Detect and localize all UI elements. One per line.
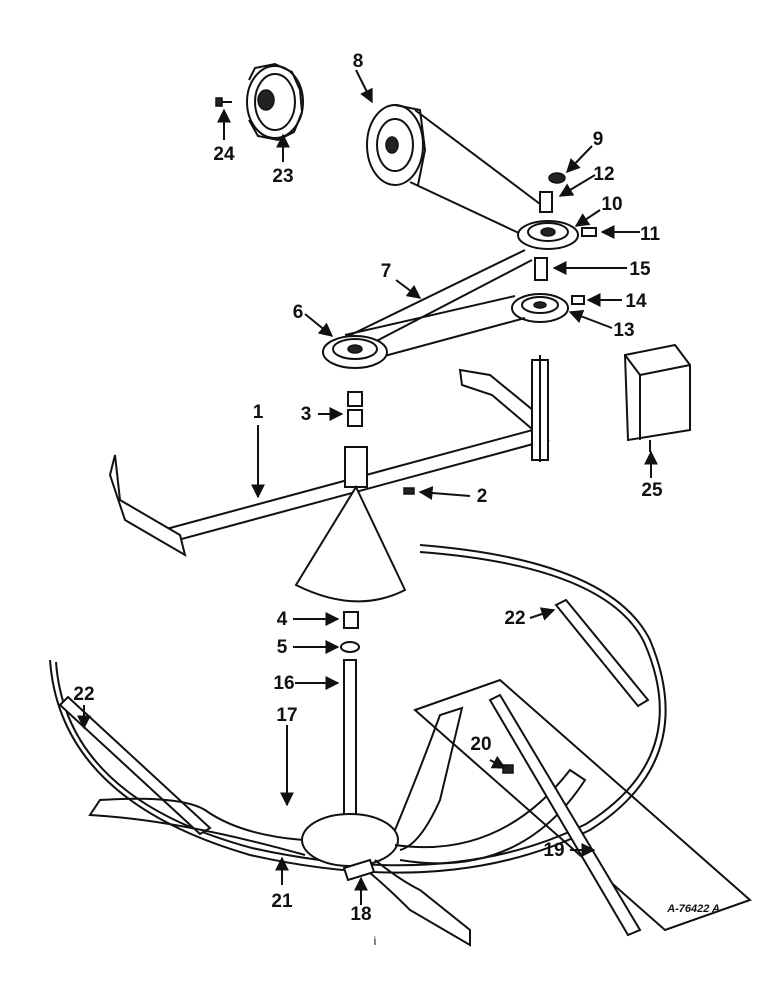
lower-washer — [340, 641, 360, 653]
callout-2: 2 — [477, 486, 488, 507]
callout-17: 17 — [276, 705, 297, 726]
v-belt — [329, 249, 533, 365]
drive-pulley — [322, 335, 388, 369]
callout-12: 12 — [593, 164, 614, 185]
lube-fitting — [403, 487, 415, 495]
drawing-code: A-76422 A — [666, 903, 720, 915]
bushing — [347, 391, 363, 427]
gear-pulley — [246, 62, 304, 142]
callout-21: 21 — [271, 891, 293, 912]
center-tube — [344, 446, 368, 488]
callout-13: 13 — [613, 320, 634, 341]
lower-bushing — [343, 611, 359, 629]
callout-7: 7 — [381, 261, 392, 282]
washer — [548, 172, 566, 184]
callout-11: 11 — [640, 224, 661, 245]
callout-1: 1 — [253, 402, 264, 423]
leader-lines — [77, 69, 658, 905]
callout-22-left: 22 — [73, 684, 94, 705]
callout-labels: 1 2 3 4 5 6 7 8 9 10 11 12 13 14 15 16 1… — [73, 51, 663, 925]
callout-4: 4 — [277, 609, 288, 630]
paddle-bolt — [502, 764, 514, 774]
clip — [342, 858, 376, 882]
spinner-spider — [88, 706, 587, 947]
callout-23: 23 — [272, 166, 293, 187]
paddle — [413, 678, 752, 937]
lower-sheave — [511, 293, 569, 323]
callout-6: 6 — [293, 302, 304, 323]
upper-sheave — [517, 220, 579, 250]
setscrew-upper — [581, 227, 597, 237]
callout-3: 3 — [301, 404, 312, 425]
spinner-cone — [294, 484, 407, 603]
callout-14: 14 — [625, 291, 647, 312]
callout-22-right: 22 — [504, 608, 525, 629]
callout-16: 16 — [273, 673, 294, 694]
callout-18: 18 — [350, 904, 371, 925]
callout-20: 20 — [470, 734, 491, 755]
callout-24: 24 — [213, 144, 235, 165]
callout-5: 5 — [277, 637, 288, 658]
small-mark: i — [374, 934, 377, 948]
spacer-sleeve — [539, 191, 553, 213]
callout-9: 9 — [593, 129, 604, 150]
upper-belt — [409, 109, 549, 243]
callout-15: 15 — [629, 259, 651, 280]
callout-8: 8 — [353, 51, 364, 72]
spinner-shaft — [343, 659, 357, 836]
ring-brace-right — [554, 598, 650, 708]
shield-cover — [623, 343, 691, 452]
callout-19: 19 — [543, 840, 564, 861]
small-bolt — [215, 97, 232, 107]
ring-brace-left — [58, 695, 212, 836]
callout-25: 25 — [641, 480, 663, 501]
setscrew-lower — [571, 295, 585, 305]
middle-spacer — [534, 257, 548, 281]
main-frame-bar — [108, 355, 550, 558]
large-pulley — [366, 104, 427, 186]
callout-10: 10 — [601, 194, 622, 215]
